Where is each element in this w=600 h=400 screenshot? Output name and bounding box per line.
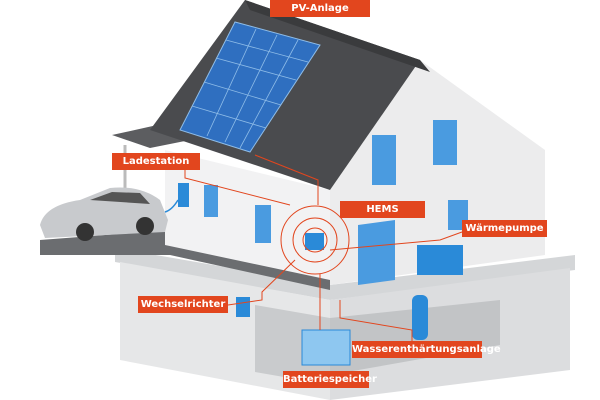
label-heat-pump: Wärmepumpe (462, 220, 547, 237)
driveway (40, 230, 330, 290)
label-inverter: Wechselrichter (138, 296, 228, 313)
label-water-softener: Wasserenthärtungsanlage (352, 341, 501, 358)
wallbox (178, 183, 189, 207)
connection-lines (184, 154, 463, 345)
ground-slab (115, 248, 575, 300)
inverter-unit (236, 297, 250, 317)
label-battery-storage: Batteriespeicher (283, 371, 377, 388)
wall-left (165, 150, 330, 280)
label-charging-station: Ladestation (112, 153, 200, 170)
hems-device (305, 233, 324, 250)
water-softener-unit (412, 295, 428, 340)
heat-pump-unit (417, 245, 463, 275)
windows (204, 120, 468, 285)
electric-car (40, 187, 179, 241)
hems-signal-rings (280, 205, 350, 275)
label-pv-system: PV-Anlage (270, 0, 370, 17)
label-hems: HEMS (340, 201, 425, 218)
battery-unit (301, 329, 351, 366)
